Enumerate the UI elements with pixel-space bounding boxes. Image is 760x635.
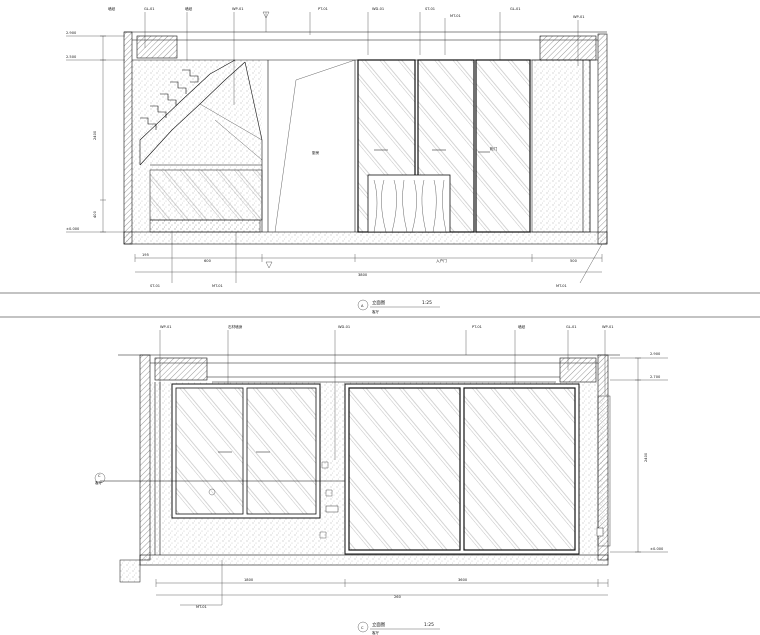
level-mark: 2.900 [650,352,661,356]
level-marks-a: 2.900 2.500 ±0.000 2400 400 [66,31,125,233]
tag-label: GL-01 [144,7,155,11]
tag-label: PT-01 [318,7,328,11]
tag-label: 墙纸 [518,324,526,329]
dim-label: 入户门 [436,258,447,263]
ceiling-box [136,35,178,59]
height-dim: 2400 [644,452,648,462]
drawing-subtitle: 客厅 [372,309,380,314]
cabinet-label: 柜门 [490,146,498,151]
floor-slab [123,231,608,245]
top-tags-a: 墙纸 GL-01 墙纸 WP-01 PT-01 WD-01 ST-01 MT-0… [108,6,585,105]
tag-label: WD-01 [372,7,384,11]
drawing-subtitle: 客厅 [372,630,380,635]
title-block-a: A 立面图 1:25 客厅 [357,299,440,314]
floor-slab [119,559,141,583]
level-mark: ±0.000 [66,227,80,231]
glass-panels-right [344,383,580,555]
dim-value: 500 [570,259,578,263]
divider [0,292,760,318]
level-mark: 2.500 [66,55,77,59]
tag-label: MT-01 [556,284,567,288]
section-marker-id: C [98,474,101,478]
title-block-c: C 立面图 1:25 客厅 [357,621,440,635]
tag-label: GL-01 [566,325,577,329]
tag-label: 墙纸 [108,6,116,11]
dim-value: 3600 [458,578,468,582]
tag-label: MT-01 [450,14,461,18]
left-wall [123,31,133,245]
dim-value: 1800 [244,578,254,582]
tag-label: 石材墙身 [228,324,243,329]
drawing-id: C [361,626,364,630]
floor-slab [139,554,609,566]
level-mark: 2.700 [650,375,661,379]
dim-value: 3800 [358,273,368,277]
staircase [132,59,263,233]
ceiling-box [154,357,208,381]
bottom-dims-c: 1800 3600 260 MT-01 [155,560,609,609]
tag-label: 墙纸 [185,6,193,11]
tag-label: WD-01 [338,325,350,329]
drawing-scale: 1:25 [422,300,432,306]
tag-label: PT-01 [472,325,482,329]
section-marker [94,472,106,484]
tag-label: MT-01 [196,605,207,609]
tag-label: GL-01 [510,7,521,11]
height-dim: 2400 [93,130,97,140]
door-label: 厨房 [312,150,320,155]
elevation-a: 墙纸 GL-01 墙纸 WP-01 PT-01 WD-01 ST-01 MT-0… [66,6,608,314]
tag-label: MT-01 [212,284,223,288]
ceiling-box [539,35,597,61]
tag-label: ST-01 [425,7,435,11]
drawing-title: 立面图 [372,621,386,628]
glass-panels-left [171,383,321,519]
drawing-scale: 1:25 [424,622,434,628]
right-wall [597,33,608,245]
tag-label: ST-01 [150,284,160,288]
stone-wall [531,59,591,233]
tag-label: WP-01 [160,325,172,329]
dim-value: 195 [142,253,149,257]
tag-label: WP-01 [232,7,244,11]
left-wall [139,354,151,561]
level-mark: ±0.000 [650,547,664,551]
dim-value: 260 [394,595,402,599]
glass-cabinets: 柜门 [357,59,531,233]
ceiling-box [559,357,597,383]
level-marks-c: 2.900 2.700 ±0.000 2400 [610,352,668,553]
switch-box [596,527,604,537]
drawing-id: A [361,304,364,308]
tag-label: WP-01 [573,15,585,19]
dim-value: 600 [204,259,212,263]
drawing-title: 立面图 [372,299,386,306]
kitchen-opening: 厨房 [267,59,356,233]
height-dim: 400 [93,210,97,218]
level-mark: 2.900 [66,31,77,35]
bottom-dims-a: 195 600 3800 500 入户门 ST-01 MT-01 MT-01 [134,232,603,288]
tag-label: WP-01 [602,325,614,329]
side-panel [597,395,611,547]
elevation-c: WP-01 石材墙身 WD-01 PT-01 墙纸 GL-01 WP-01 2.… [94,324,668,635]
section-marker-sub: 客厅 [95,480,103,485]
tag-box [325,505,339,513]
